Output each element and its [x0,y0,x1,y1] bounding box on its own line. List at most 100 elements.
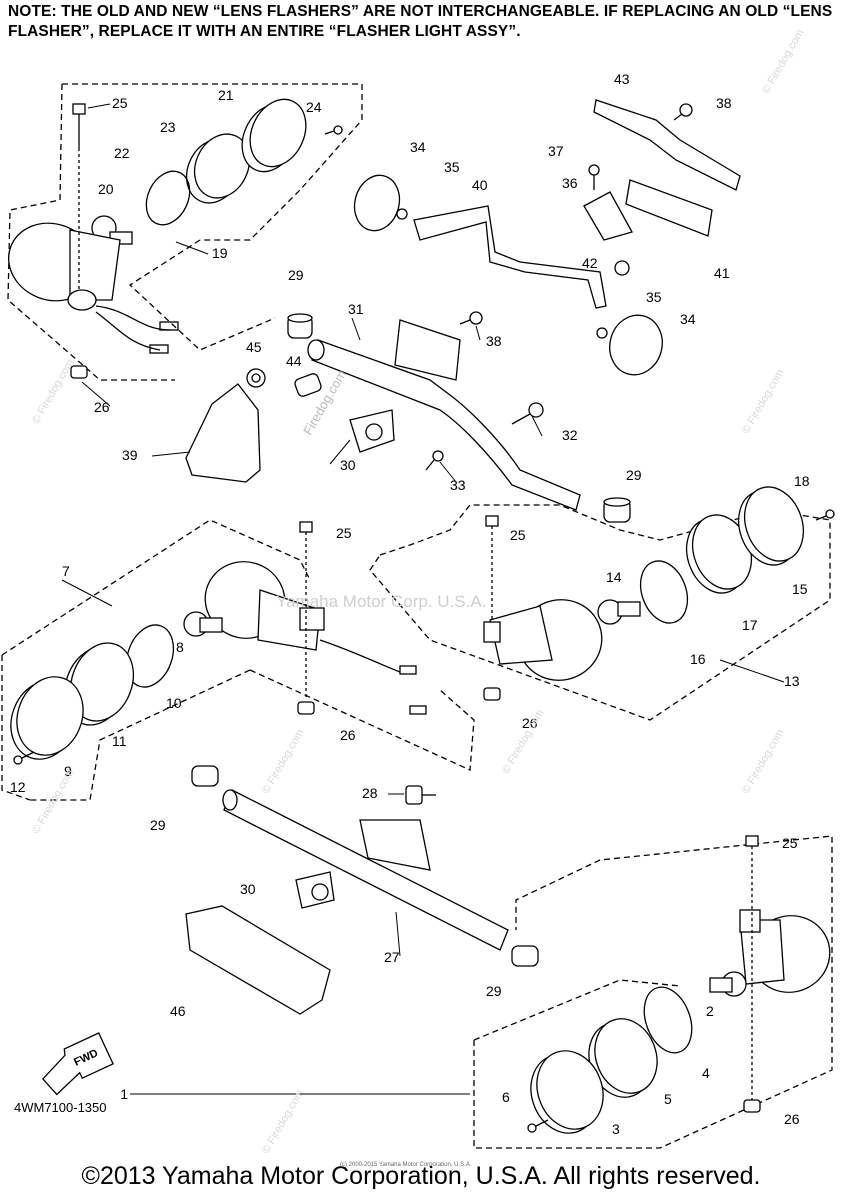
screw-12 [13,751,35,765]
callout-17: 17 [742,617,758,633]
screw-24 [324,125,343,135]
flasher-housing-7 [204,561,325,651]
callout-11: 11 [112,733,127,749]
callout-14: 14 [606,569,622,585]
bulb-2 [709,971,747,997]
callout-5: 5 [664,1091,672,1107]
callout-29-front-r: 29 [486,983,502,999]
bolt-25-ul [72,103,86,292]
cover-46 [185,905,331,1015]
reflector-34-left [353,174,401,232]
callout-30-top: 30 [340,457,356,473]
callout-numbers: 1 2 3 4 5 6 7 8 9 10 11 12 13 14 15 16 1… [10,71,810,1137]
callout-25-l: 25 [336,525,352,541]
bracket-43 [593,99,741,191]
lens-5 [588,1018,658,1098]
nut-42 [614,260,630,276]
bracket-36 [583,191,633,241]
collar-29-front-l [191,765,219,787]
bulb-14 [597,599,641,625]
screw-33 [425,450,444,471]
lens-23 [185,133,251,204]
bulb-8 [183,611,223,637]
screw-18 [815,509,835,521]
cover-plate-39 [185,383,261,483]
rim-9 [10,676,84,760]
callout-46: 46 [170,1003,186,1019]
fwd-arrow-icon [41,1032,114,1096]
callout-21: 21 [218,87,234,103]
callout-29-front-l: 29 [150,817,166,833]
bolt-38-top [673,103,693,121]
callout-20: 20 [98,181,114,197]
flasher-housing-13 [483,599,603,681]
callout-43: 43 [614,71,630,87]
nut-26-ul [70,365,88,379]
bracket-40 [413,205,607,309]
callout-45: 45 [246,339,262,355]
bolt-32 [511,402,544,425]
callout-44: 44 [286,353,302,369]
nut-45 [246,368,266,388]
copyright-notice: ©2013 Yamaha Motor Corporation, U.S.A. A… [81,1162,761,1190]
rim-21 [241,98,307,173]
callout-42: 42 [582,255,598,271]
callout-35-left: 35 [444,159,460,175]
callout-37: 37 [548,143,564,159]
callout-23: 23 [160,119,176,135]
collar-29-top [287,313,313,339]
callout-26-r: 26 [522,715,538,731]
bolt-25-fr [745,835,759,1100]
bolt-37 [588,164,600,190]
callout-4: 4 [702,1065,710,1081]
callout-39: 39 [122,447,138,463]
reflector-34-right [609,314,663,376]
callout-10: 10 [166,695,182,711]
callout-8: 8 [176,639,184,655]
gasket-4 [643,986,693,1054]
callout-9: 9 [64,763,72,779]
bolt-25-r [485,515,499,620]
callout-26-fr: 26 [784,1111,800,1127]
callout-12: 12 [10,779,26,795]
callout-19: 19 [212,245,228,261]
callout-25-fr: 25 [782,835,798,851]
flasher-assembly-1-outline [473,835,833,1149]
callout-2: 2 [706,1003,714,1019]
rim-15 [738,486,804,566]
callout-15: 15 [792,581,808,597]
clamp-30-top [349,409,395,453]
callout-29-top: 29 [288,267,304,283]
callout-34-left: 34 [410,139,426,155]
callout-7: 7 [62,563,70,579]
flasher-assembly-13-outline [369,504,831,721]
callout-6: 6 [502,1089,510,1105]
spacer-44 [294,373,322,397]
callout-30-front: 30 [240,881,256,897]
callout-36: 36 [562,175,578,191]
gasket-16 [639,560,689,624]
bracket-tube-31 [307,319,581,511]
callout-3: 3 [612,1121,620,1137]
bolt-28 [405,785,436,805]
clamp-30-front [295,871,335,909]
callout-26-l: 26 [340,727,356,743]
callout-31: 31 [348,301,364,317]
wires-ul [95,305,179,354]
callout-35-right: 35 [646,289,662,305]
washer-35-right [596,327,608,339]
bolt-25-l [299,521,313,700]
callout-38-mid: 38 [486,333,502,349]
callout-41: 41 [714,265,730,281]
diagram-note: NOTE: THE OLD AND NEW “LENS FLASHERS” AR… [8,3,833,40]
callout-34-right: 34 [680,311,696,327]
callout-27: 27 [384,949,400,965]
callout-38-top: 38 [716,95,732,111]
drawing-code: 4WM7100-1350 [14,1100,107,1115]
nut-26-r [483,687,501,701]
small-print: (c) 2000-2015 Yamaha Motor Corporation, … [340,1162,472,1168]
rim-3 [530,1050,604,1134]
bracket-tube-27 [222,789,509,951]
callout-29-right: 29 [626,467,642,483]
